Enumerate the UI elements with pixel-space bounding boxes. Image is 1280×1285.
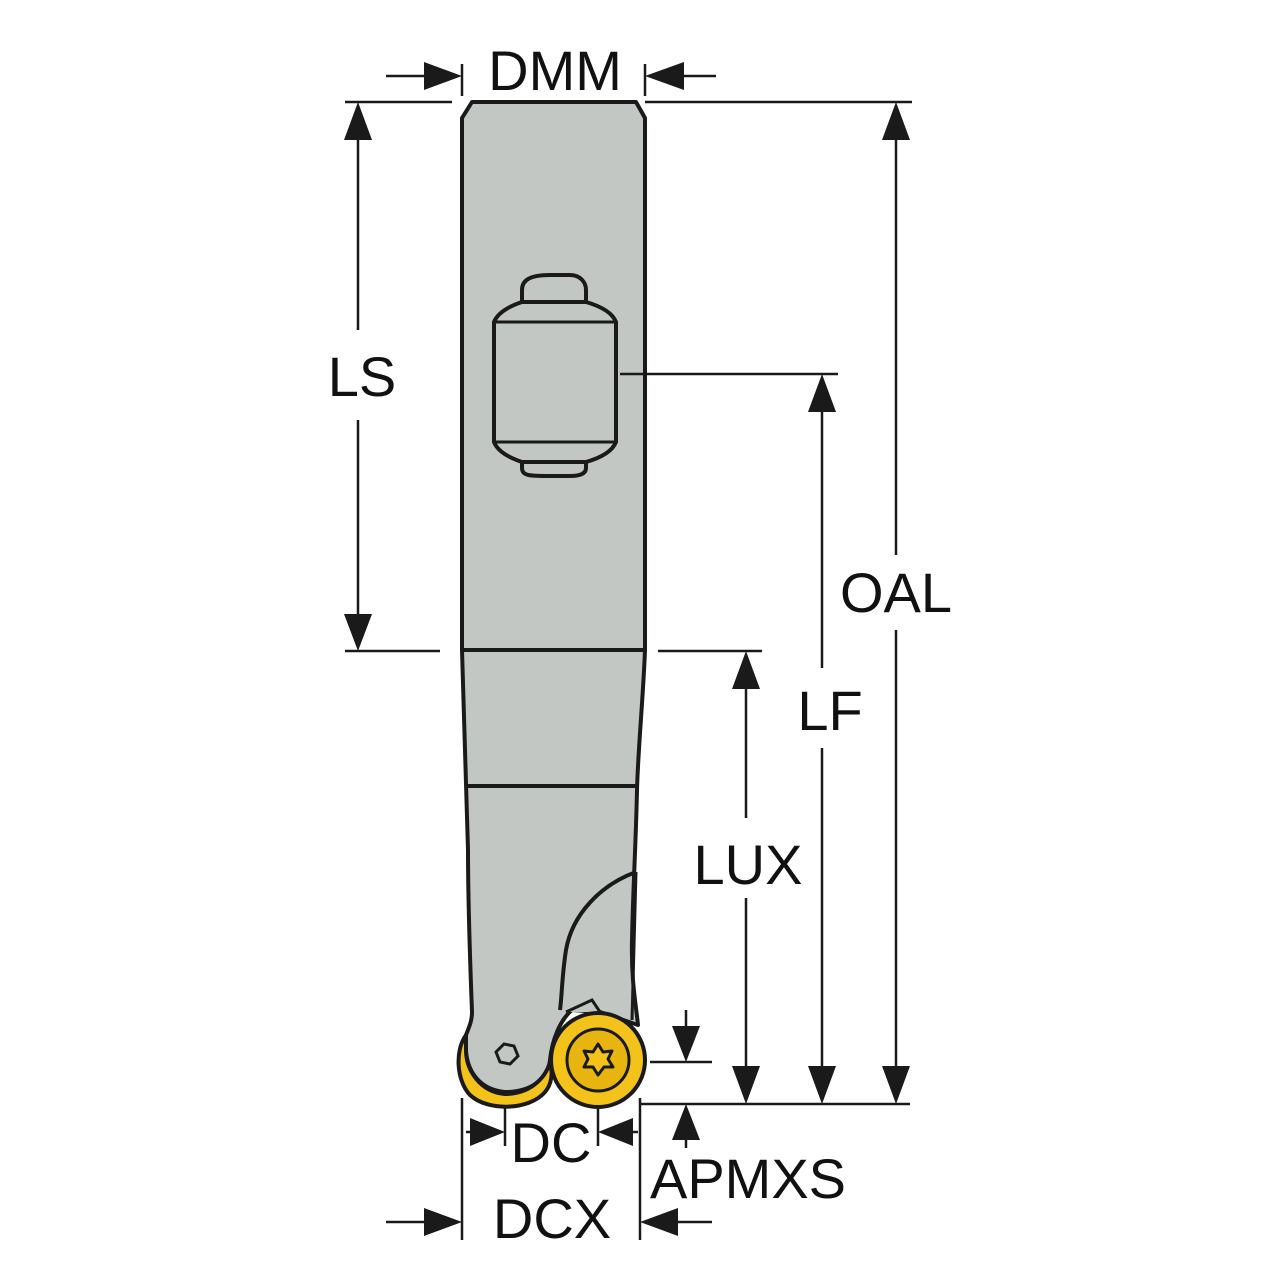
dcx-arrow-right bbox=[640, 1208, 678, 1236]
dc-arrow-right bbox=[598, 1118, 633, 1146]
lf-arrow-top bbox=[808, 374, 836, 412]
left-insert-body bbox=[456, 1028, 554, 1109]
oal-arrow-bottom bbox=[882, 1066, 910, 1104]
dimension-lines bbox=[344, 62, 912, 1240]
flat-body bbox=[492, 300, 618, 464]
ls-arrow-top bbox=[344, 102, 372, 140]
label-dcx: DCX bbox=[493, 1187, 611, 1250]
weldon-flat bbox=[492, 273, 618, 478]
label-dmm: DMM bbox=[488, 39, 622, 102]
dmm-arrow-left bbox=[424, 62, 462, 90]
label-oal: OAL bbox=[840, 561, 952, 624]
lux-arrow-bottom bbox=[732, 1066, 760, 1104]
ls-arrow-bottom bbox=[344, 614, 372, 651]
seat-face bbox=[565, 998, 602, 1014]
oal-arrow-top bbox=[882, 102, 910, 140]
lux-arrow-top bbox=[732, 651, 760, 689]
label-lf: LF bbox=[797, 679, 862, 742]
left-screw-hex-icon bbox=[494, 1042, 520, 1066]
dmm-arrow-right bbox=[645, 62, 684, 90]
chip-gullet bbox=[558, 870, 637, 1011]
apmxs-arrow-bottom bbox=[672, 1104, 700, 1140]
torx-screw-icon bbox=[582, 1042, 615, 1077]
dc-arrow-left bbox=[470, 1118, 505, 1146]
dimension-labels: DMM LS OAL LF LUX DC DCX APMXS bbox=[328, 39, 952, 1250]
label-apmxs: APMXS bbox=[650, 1147, 846, 1210]
apmxs-arrow-top bbox=[672, 1026, 700, 1062]
dcx-arrow-left bbox=[424, 1208, 462, 1236]
left-insert bbox=[456, 1028, 554, 1109]
tool-body bbox=[460, 100, 647, 1094]
label-lux: LUX bbox=[694, 833, 803, 896]
flat-bottom-cap bbox=[520, 460, 588, 478]
gullet-inner-edge bbox=[630, 871, 638, 1021]
label-dc: DC bbox=[511, 1111, 592, 1174]
flat-top-cap bbox=[520, 273, 588, 304]
lf-arrow-bottom bbox=[808, 1066, 836, 1104]
label-ls: LS bbox=[328, 345, 397, 408]
right-insert bbox=[549, 1011, 647, 1109]
